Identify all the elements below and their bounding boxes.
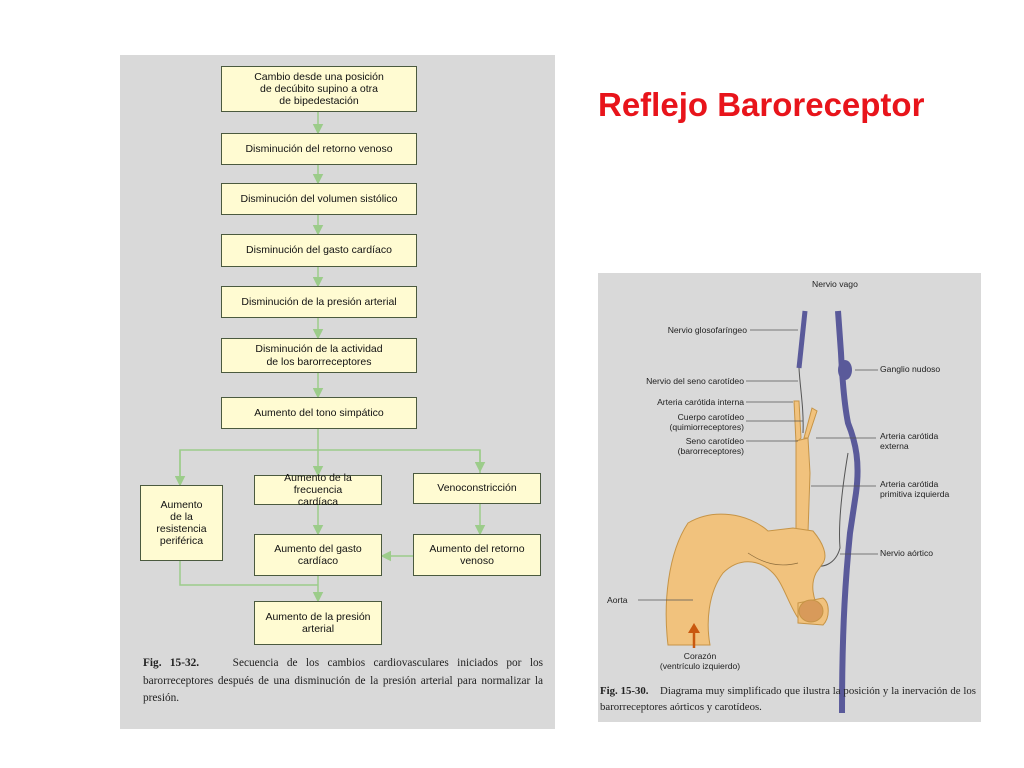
flow-box-peripheral-resistance-increase: Aumento de la resistencia periférica bbox=[140, 485, 223, 561]
flow-box-heart-rate-increase: Aumento de la frecuencia cardíaca bbox=[254, 472, 382, 508]
label-common-carotid: Arteria carótida primitiva izquierda bbox=[880, 479, 950, 500]
flow-box-posture-change: Cambio desde una posición de decúbito su… bbox=[221, 66, 417, 112]
nodose-ganglion bbox=[838, 360, 852, 380]
flowchart-caption-text: Secuencia de los cambios cardiovasculare… bbox=[143, 657, 543, 704]
label-aorta: Aorta bbox=[607, 595, 628, 605]
common-carotid bbox=[795, 437, 811, 534]
flowchart-connectors bbox=[174, 112, 486, 603]
flow-box-venous-return-increase: Aumento del retorno venoso bbox=[413, 534, 541, 576]
flow-box-stroke-volume-decrease: Disminución del volumen sistólico bbox=[221, 183, 417, 215]
flowchart-caption: Fig. 15-32. Secuencia de los cambios car… bbox=[143, 655, 543, 708]
label-external-carotid: Arteria carótida externa bbox=[880, 431, 939, 452]
label-carotid-body: Cuerpo carotídeo (quimiorreceptores) bbox=[669, 412, 744, 433]
flow-box-cardiac-output-increase: Aumento del gasto cardíaco bbox=[254, 534, 382, 576]
internal-carotid bbox=[793, 400, 802, 445]
label-nodose-ganglion: Ganglio nudoso bbox=[880, 364, 941, 374]
glossopharyngeal-nerve bbox=[796, 310, 808, 369]
anatomy-figure: Nervio vago Nervio glosofaríngeo Ganglio… bbox=[598, 273, 981, 722]
aortic-nerve bbox=[807, 452, 849, 567]
anatomy-caption-text: Diagrama muy simplificado que ilustra la… bbox=[600, 685, 976, 714]
label-vagus-nerve: Nervio vago bbox=[812, 279, 858, 289]
flow-box-venous-return-decrease: Disminución del retorno venoso bbox=[221, 133, 417, 165]
anatomy-caption: Fig. 15-30. Diagrama muy simplificado qu… bbox=[600, 683, 976, 715]
flow-box-venoconstriction: Venoconstricción bbox=[413, 473, 541, 504]
anatomy-illustration bbox=[638, 310, 878, 714]
flowchart-caption-fig: Fig. 15-32. bbox=[143, 657, 200, 669]
flow-box-cardiac-output-decrease: Disminución del gasto cardíaco bbox=[221, 234, 417, 267]
flow-box-arterial-pressure-increase: Aumento de la presión arterial bbox=[254, 601, 382, 645]
aortic-arch bbox=[665, 513, 826, 646]
flow-box-baroreceptor-activity-decrease: Disminución de la actividad de los baror… bbox=[221, 338, 417, 373]
vagus-nerve bbox=[835, 310, 861, 714]
label-heart: Corazón (ventrículo izquierdo) bbox=[659, 651, 741, 672]
label-carotid-sinus-nerve: Nervio del seno carotídeo bbox=[646, 376, 744, 386]
anatomy-caption-fig: Fig. 15-30. bbox=[600, 685, 649, 697]
flow-box-arterial-pressure-decrease: Disminución de la presión arterial bbox=[221, 286, 417, 318]
flowchart-figure: Cambio desde una posición de decúbito su… bbox=[120, 55, 555, 729]
flow-box-sympathetic-tone-increase: Aumento del tono simpático bbox=[221, 397, 417, 429]
label-aortic-nerve: Nervio aórtico bbox=[880, 548, 934, 558]
label-glossopharyngeal: Nervio glosofaríngeo bbox=[667, 325, 747, 335]
label-internal-carotid: Arteria carótida interna bbox=[657, 397, 744, 407]
external-carotid bbox=[803, 407, 818, 439]
label-carotid-sinus: Seno carotídeo (barorreceptores) bbox=[677, 436, 744, 457]
slide-title: Reflejo Baroreceptor bbox=[598, 86, 925, 123]
